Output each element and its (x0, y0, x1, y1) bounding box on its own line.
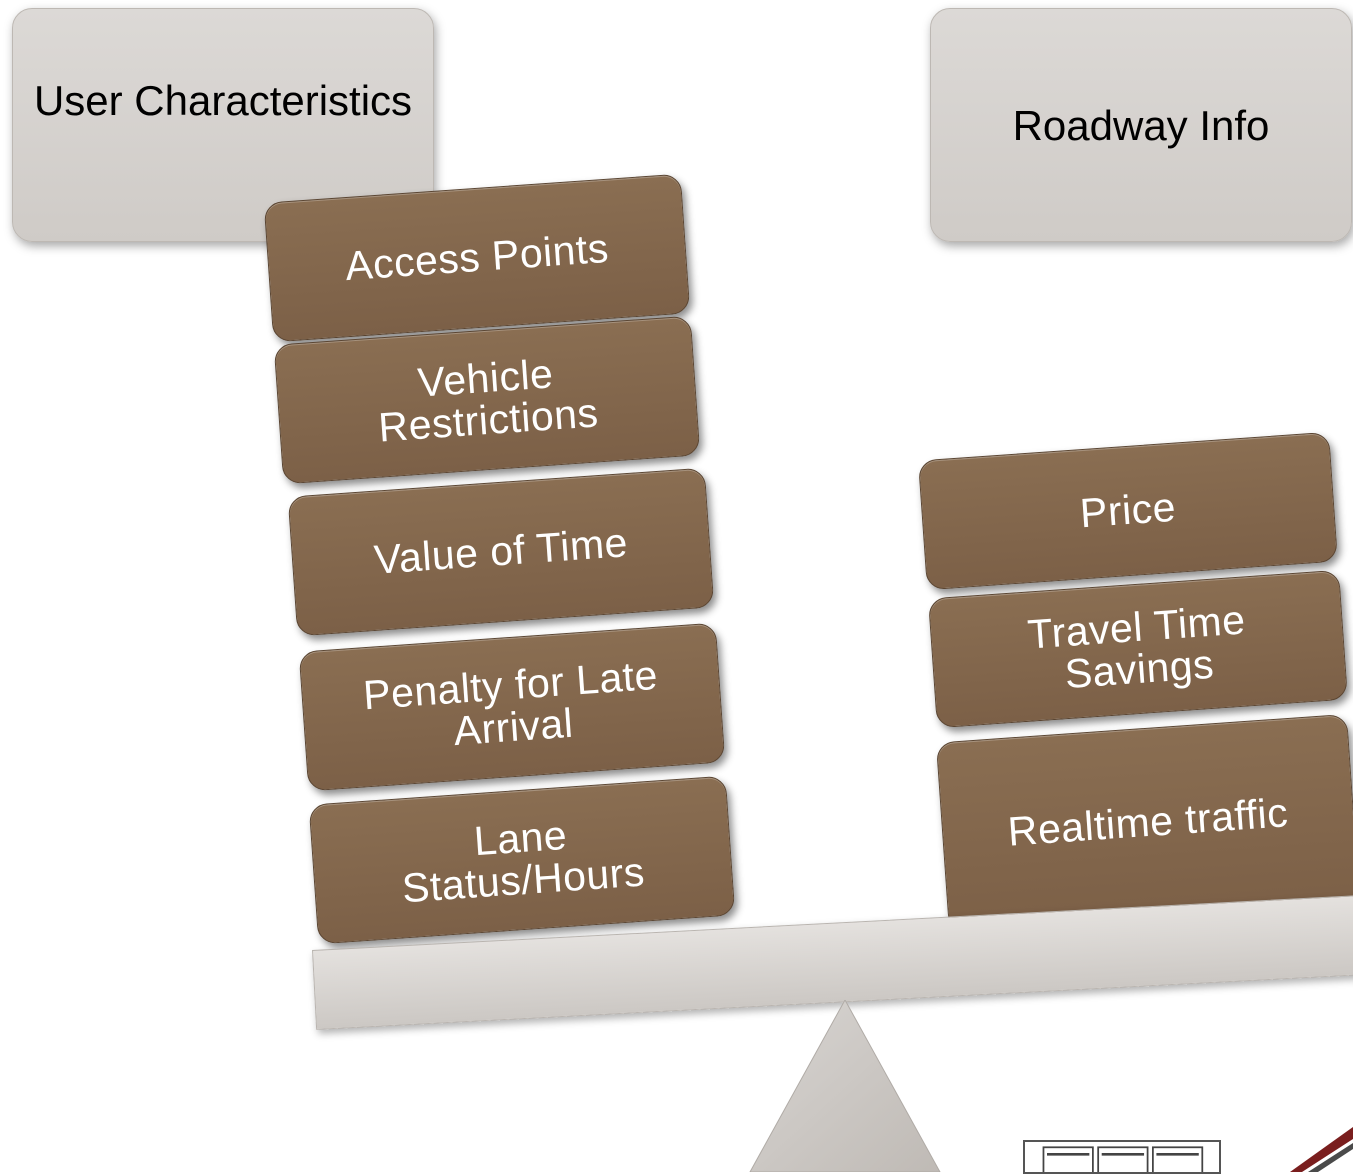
vehicle-restrictions-block: Vehicle Restrictions (273, 315, 701, 485)
travel-time-savings-block: Travel Time Savings (927, 569, 1349, 729)
user-characteristics-box: User Characteristics (12, 8, 434, 242)
penalty-late-arrival-label: Penalty for Late Arrival (361, 652, 660, 755)
price-block: Price (917, 431, 1339, 591)
access-points-label: Access Points (343, 224, 611, 290)
vehicle-restrictions-label: Vehicle Restrictions (376, 350, 600, 451)
user-characteristics-label: User Characteristics (33, 77, 413, 124)
lane-status-hours-label: Lane Status/Hours (400, 812, 647, 912)
fulcrum-triangle (749, 1000, 941, 1172)
trb-logo (1023, 1140, 1221, 1174)
logo-swoosh-icon (1290, 1127, 1353, 1172)
value-of-time-label: Value of Time (372, 519, 630, 583)
roadway-info-box: Roadway Info (930, 8, 1352, 242)
trb-logo-mark (1042, 1146, 1204, 1172)
roadway-info-label: Roadway Info (1012, 102, 1270, 149)
lane-status-hours-block: Lane Status/Hours (308, 775, 736, 945)
price-label: Price (1078, 483, 1178, 537)
access-points-block: Access Points (263, 173, 691, 343)
penalty-late-arrival-block: Penalty for Late Arrival (298, 622, 726, 792)
realtime-traffic-label: Realtime traffic (1006, 789, 1290, 855)
travel-time-savings-label: Travel Time Savings (1026, 596, 1247, 698)
value-of-time-block: Value of Time (287, 467, 715, 637)
